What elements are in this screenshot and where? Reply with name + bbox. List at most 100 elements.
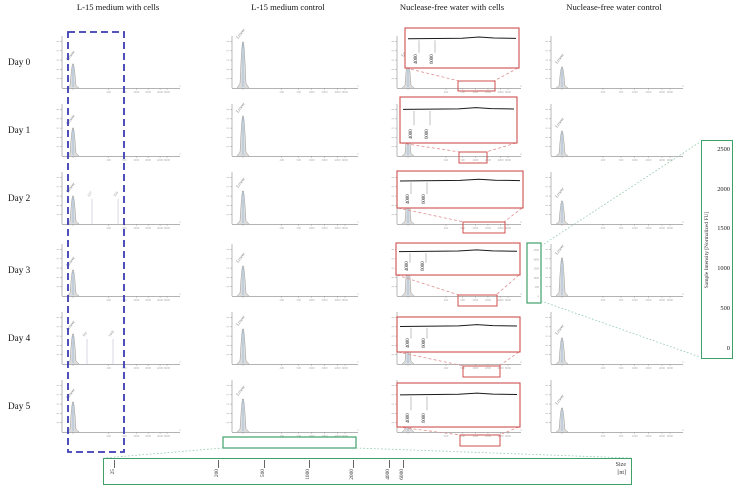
column-title-2: L-15 medium control (251, 2, 325, 12)
lower-marker-label: Lower (65, 319, 76, 332)
svg-text:6000: 6000 (505, 90, 512, 94)
micro-y-tick: 1500 (533, 268, 539, 271)
svg-text:4000: 4000 (498, 434, 505, 438)
svg-text:1000: 1000 (133, 226, 140, 230)
inset-trace (399, 392, 518, 396)
svg-text:500: 500 (619, 366, 624, 370)
y-tick-label: 0 (726, 344, 730, 352)
inset-marker-label: 6000 (422, 194, 427, 204)
svg-text:200: 200 (444, 90, 449, 94)
svg-text:4000: 4000 (334, 158, 341, 162)
svg-text:6000: 6000 (667, 298, 674, 302)
inset-marker-label: 4000 (414, 54, 419, 64)
x-tick-label: 500 (260, 469, 267, 478)
svg-text:500: 500 (122, 158, 127, 162)
svg-text:2000: 2000 (145, 226, 152, 230)
micro-y-tick: 500 (535, 286, 540, 289)
inset-box (396, 316, 521, 353)
lower-marker-label: Lower (554, 116, 565, 129)
extra-peak-label: 1445 (108, 329, 116, 337)
inset-box (395, 242, 521, 276)
svg-text:4000: 4000 (659, 90, 666, 94)
inset-source-box (457, 80, 496, 92)
x-axis-tick: 1000 (304, 460, 314, 480)
svg-text:4000: 4000 (334, 226, 341, 230)
svg-text:1000: 1000 (632, 298, 639, 302)
svg-text:2000: 2000 (645, 366, 652, 370)
y-tick-label: 2000 (717, 185, 730, 193)
svg-text:6000: 6000 (342, 366, 349, 370)
inset-box (396, 382, 521, 428)
svg-text:1000: 1000 (309, 226, 316, 230)
svg-text:2000: 2000 (485, 366, 492, 370)
svg-text:2000: 2000 (322, 90, 329, 94)
svg-text:6000: 6000 (505, 158, 512, 162)
svg-text:500: 500 (460, 434, 465, 438)
svg-text:1000: 1000 (632, 434, 639, 438)
inset-source-box (459, 434, 501, 447)
svg-text:200: 200 (444, 158, 449, 162)
svg-text:6000: 6000 (164, 90, 171, 94)
micro-y-tick: 2000 (533, 258, 539, 261)
y-tick-label: 1000 (717, 265, 730, 273)
x-axis-tick: 500 (259, 460, 269, 477)
svg-text:200: 200 (444, 298, 449, 302)
y-tick-label: 1500 (717, 225, 730, 233)
lower-marker-label: Lower (65, 181, 76, 194)
svg-text:200: 200 (279, 434, 284, 438)
svg-text:4000: 4000 (498, 298, 505, 302)
svg-text:2000: 2000 (645, 90, 652, 94)
svg-text:2000: 2000 (145, 298, 152, 302)
svg-text:6000: 6000 (667, 366, 674, 370)
svg-text:4000: 4000 (334, 90, 341, 94)
svg-text:1000: 1000 (133, 434, 140, 438)
inset-marker-label: 4000 (406, 338, 411, 348)
x-axis-unit-line1: Size (615, 462, 626, 468)
extra-peak-label: 161 (82, 331, 89, 338)
svg-text:2000: 2000 (485, 434, 492, 438)
svg-text:4000: 4000 (157, 434, 164, 438)
svg-text:1000: 1000 (309, 434, 316, 438)
svg-text:200: 200 (279, 158, 284, 162)
svg-text:2000: 2000 (485, 298, 492, 302)
inset-marker-label: 6000 (430, 54, 435, 64)
svg-text:1000: 1000 (309, 298, 316, 302)
svg-text:2000: 2000 (145, 90, 152, 94)
svg-text:4000: 4000 (659, 366, 666, 370)
x-axis-tick: 2000 (348, 460, 358, 480)
inset-marker-label: 4000 (406, 413, 411, 423)
svg-text:6000: 6000 (342, 226, 349, 230)
lower-marker-label: Lower (65, 113, 76, 126)
svg-text:1000: 1000 (632, 366, 639, 370)
x-axis-unit-label: Size [nt] (616, 462, 626, 477)
svg-text:1000: 1000 (133, 90, 140, 94)
svg-text:2000: 2000 (485, 226, 492, 230)
inset-box (396, 170, 524, 209)
svg-text:200: 200 (106, 90, 111, 94)
svg-text:2000: 2000 (145, 366, 152, 370)
svg-text:200: 200 (444, 434, 449, 438)
svg-text:4000: 4000 (659, 434, 666, 438)
x-axis-tick: 4000 (384, 460, 394, 480)
svg-text:6000: 6000 (667, 434, 674, 438)
y-axis-ticks: 2500 2000 1500 1000 500 0 (717, 141, 730, 358)
inset-source-box (458, 151, 488, 164)
svg-text:2000: 2000 (645, 158, 652, 162)
lower-marker-label: Lower (554, 52, 565, 65)
size-axis-magnifier-box: 25 200 500 1000 2000 4000 6000 Size [nt] (103, 458, 632, 485)
row-label-day4: Day 4 (8, 333, 31, 343)
svg-text:6000: 6000 (342, 434, 349, 438)
tick-mark (308, 460, 310, 468)
svg-text:4000: 4000 (334, 298, 341, 302)
column-title-4: Nuclease-free water control (566, 2, 662, 12)
svg-text:4000: 4000 (334, 434, 341, 438)
y-tick-label: 2500 (717, 146, 730, 153)
